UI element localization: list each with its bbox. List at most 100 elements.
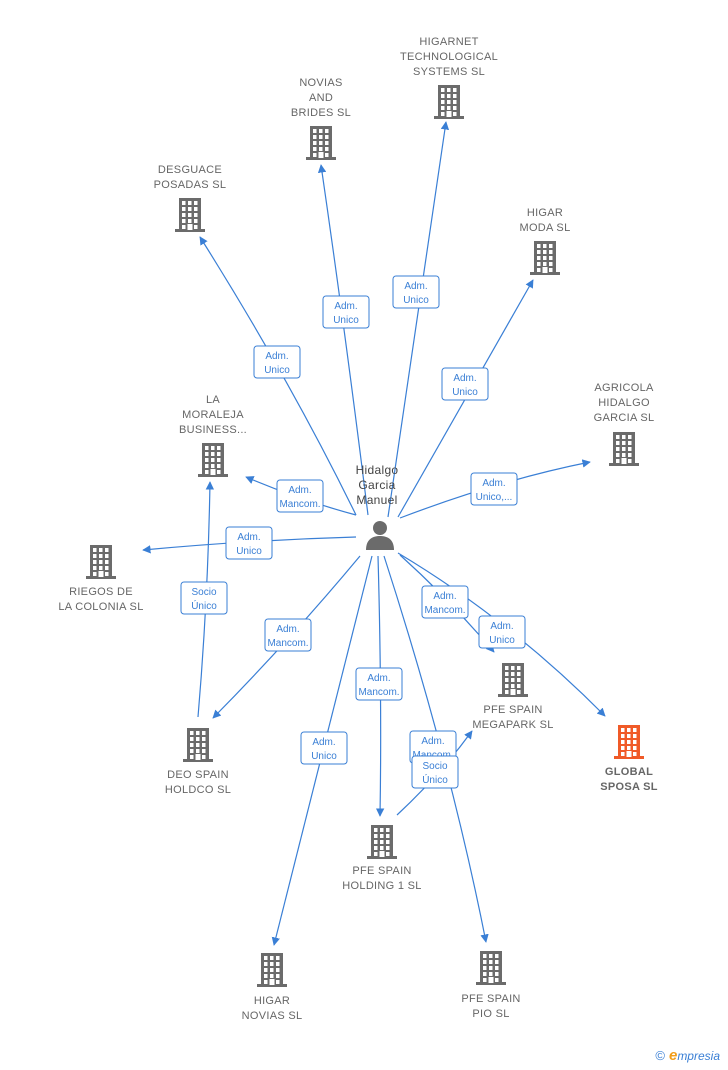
la-moraleja-building-icon[interactable] bbox=[198, 443, 228, 477]
edge-label-text: Adm. bbox=[482, 478, 505, 489]
edge-label-higar-novias[interactable]: Adm. Unico bbox=[300, 731, 348, 765]
edge-label-text: Unico bbox=[264, 365, 290, 376]
edge-labels-layer: Adm.UnicoAdm.UnicoAdm.UnicoAdm.UnicoAdm.… bbox=[180, 275, 526, 789]
la-moraleja-label-line: BUSINESS... bbox=[179, 424, 247, 436]
pfe-pio-label-line: PIO SL bbox=[472, 1008, 509, 1020]
global-sposa-building-icon[interactable] bbox=[614, 725, 644, 759]
edge-label-text: Único bbox=[422, 773, 448, 786]
agricola-building-icon[interactable] bbox=[609, 432, 639, 466]
edge-label-deo-spain[interactable]: Adm. Mancom. bbox=[264, 618, 312, 652]
edge-label-text: Adm. bbox=[276, 624, 299, 635]
novias-brides-label-line: AND bbox=[309, 92, 333, 104]
higar-novias-building-icon[interactable] bbox=[257, 953, 287, 987]
pfe-megapark-label-line: PFE SPAIN bbox=[483, 704, 542, 716]
edge-label-text: Adm. bbox=[404, 281, 427, 292]
edge-label-higarnet[interactable]: Adm. Unico bbox=[392, 275, 440, 309]
deo-spain-label-line: DEO SPAIN bbox=[167, 769, 229, 781]
center-name-line: Garcia bbox=[358, 478, 395, 492]
riegos-label-line: LA COLONIA SL bbox=[58, 601, 143, 613]
desguace-label-line: DESGUACE bbox=[158, 164, 222, 176]
higar-moda-label-line: MODA SL bbox=[519, 222, 570, 234]
edge-label-text: Socio bbox=[191, 587, 216, 598]
pfe-holding-label-line: PFE SPAIN bbox=[352, 865, 411, 877]
edge-label-text: Unico bbox=[403, 295, 429, 306]
agricola-label-line: GARCIA SL bbox=[594, 412, 655, 424]
la-moraleja-label-line: MORALEJA bbox=[182, 409, 244, 421]
pfe-pio-building-icon[interactable] bbox=[476, 951, 506, 985]
novias-brides-label-line: NOVIAS bbox=[299, 77, 342, 89]
edge-label-text: Unico bbox=[311, 751, 337, 762]
footer-brand[interactable]: ©empresia bbox=[655, 1047, 720, 1064]
pfe-pio-label-line: PFE SPAIN bbox=[461, 993, 520, 1005]
higar-moda-label-line: HIGAR bbox=[527, 207, 563, 219]
edge-label-text: Adm. bbox=[288, 485, 311, 496]
edge-label-text: Mancom. bbox=[358, 687, 399, 698]
edge-label-text: Mancom. bbox=[424, 605, 465, 616]
global-sposa-label-line: SPOSA SL bbox=[600, 781, 658, 793]
pfe-megapark-building-icon[interactable] bbox=[498, 663, 528, 697]
edge-to-novias-brides bbox=[317, 164, 369, 516]
edge-label-pfe-holding[interactable]: Adm. Mancom. bbox=[355, 667, 403, 701]
higarnet-label-line: SYSTEMS SL bbox=[413, 66, 485, 78]
pfe-holding-building-icon[interactable] bbox=[367, 825, 397, 859]
edge-label-text: Adm. bbox=[490, 621, 513, 632]
novias-brides-building-icon[interactable] bbox=[306, 126, 336, 160]
higar-novias-label-line: NOVIAS SL bbox=[242, 1010, 303, 1022]
edge-label-text: Único bbox=[191, 599, 217, 612]
edge-label-global-sposa[interactable]: Adm. Unico bbox=[478, 615, 526, 649]
edge-label-higar-moda[interactable]: Adm. Unico bbox=[441, 367, 489, 401]
edge-label-pfe-megapark[interactable]: Adm. Mancom. bbox=[421, 585, 469, 619]
edge-label-text: Adm. bbox=[265, 351, 288, 362]
edge-label-text: Adm. bbox=[421, 736, 444, 747]
edge-label-agricola[interactable]: Adm. Unico,... bbox=[470, 472, 518, 506]
center-name-line: Manuel bbox=[356, 493, 397, 507]
edge-label-text: Unico bbox=[489, 635, 515, 646]
global-sposa-label-line: GLOBAL bbox=[605, 766, 653, 778]
edge-label-text: Mancom. bbox=[267, 638, 308, 649]
edge-to-higarnet bbox=[387, 121, 450, 518]
edge-label-text: Unico bbox=[452, 387, 478, 398]
edge-label-text: Mancom. bbox=[279, 499, 320, 510]
edge-label-text: Adm. bbox=[453, 373, 476, 384]
edge-label-text: Adm. bbox=[334, 301, 357, 312]
pfe-megapark-label-line: MEGAPARK SL bbox=[472, 719, 553, 731]
desguace-label-line: POSADAS SL bbox=[154, 179, 227, 191]
edge-label-novias-brides[interactable]: Adm. Unico bbox=[322, 295, 370, 329]
agricola-label-line: AGRICOLA bbox=[594, 382, 654, 394]
copyright-symbol: © bbox=[655, 1048, 665, 1063]
higarnet-building-icon[interactable] bbox=[434, 85, 464, 119]
higar-novias-label-line: HIGAR bbox=[254, 995, 290, 1007]
novias-brides-label-line: BRIDES SL bbox=[291, 107, 351, 119]
edge-label-la-moraleja[interactable]: Adm. Mancom. bbox=[276, 479, 324, 513]
riegos-building-icon[interactable] bbox=[86, 545, 116, 579]
higar-moda-building-icon[interactable] bbox=[530, 241, 560, 275]
deo-spain-building-icon[interactable] bbox=[183, 728, 213, 762]
brand-logo-initial: e bbox=[668, 1047, 678, 1064]
higarnet-label-line: HIGARNET bbox=[419, 36, 478, 48]
edge-label-text: Adm. bbox=[367, 673, 390, 684]
pfe-holding-label-line: HOLDING 1 SL bbox=[342, 880, 421, 892]
deo-spain-label-line: HOLDCO SL bbox=[165, 784, 231, 796]
edge-label-riegos[interactable]: Adm. Unico bbox=[225, 526, 273, 560]
center-name-line: Hidalgo bbox=[356, 463, 399, 477]
edge-label-text: Adm. bbox=[433, 591, 456, 602]
riegos-label-line: RIEGOS DE bbox=[69, 586, 133, 598]
desguace-building-icon[interactable] bbox=[175, 198, 205, 232]
edge-label-desguace[interactable]: Adm. Unico bbox=[253, 345, 301, 379]
brand-logo-text: mpresia bbox=[677, 1049, 720, 1063]
edge-label-text: Unico,... bbox=[476, 492, 513, 503]
agricola-label-line: HIDALGO bbox=[598, 397, 650, 409]
higarnet-label-line: TECHNOLOGICAL bbox=[400, 51, 498, 63]
nodes-layer: HIGARNET TECHNOLOGICAL SYSTEMS SL NOVIAS AND… bbox=[58, 36, 657, 1022]
edge-label-text: Adm. bbox=[237, 532, 260, 543]
la-moraleja-label-line: LA bbox=[206, 394, 220, 406]
person-icon[interactable] bbox=[366, 521, 394, 550]
edge-label-text: Unico bbox=[236, 546, 262, 557]
edge-label-text: Adm. bbox=[312, 737, 335, 748]
edge-label-text: Socio bbox=[422, 761, 447, 772]
edge-label-text: Unico bbox=[333, 315, 359, 326]
